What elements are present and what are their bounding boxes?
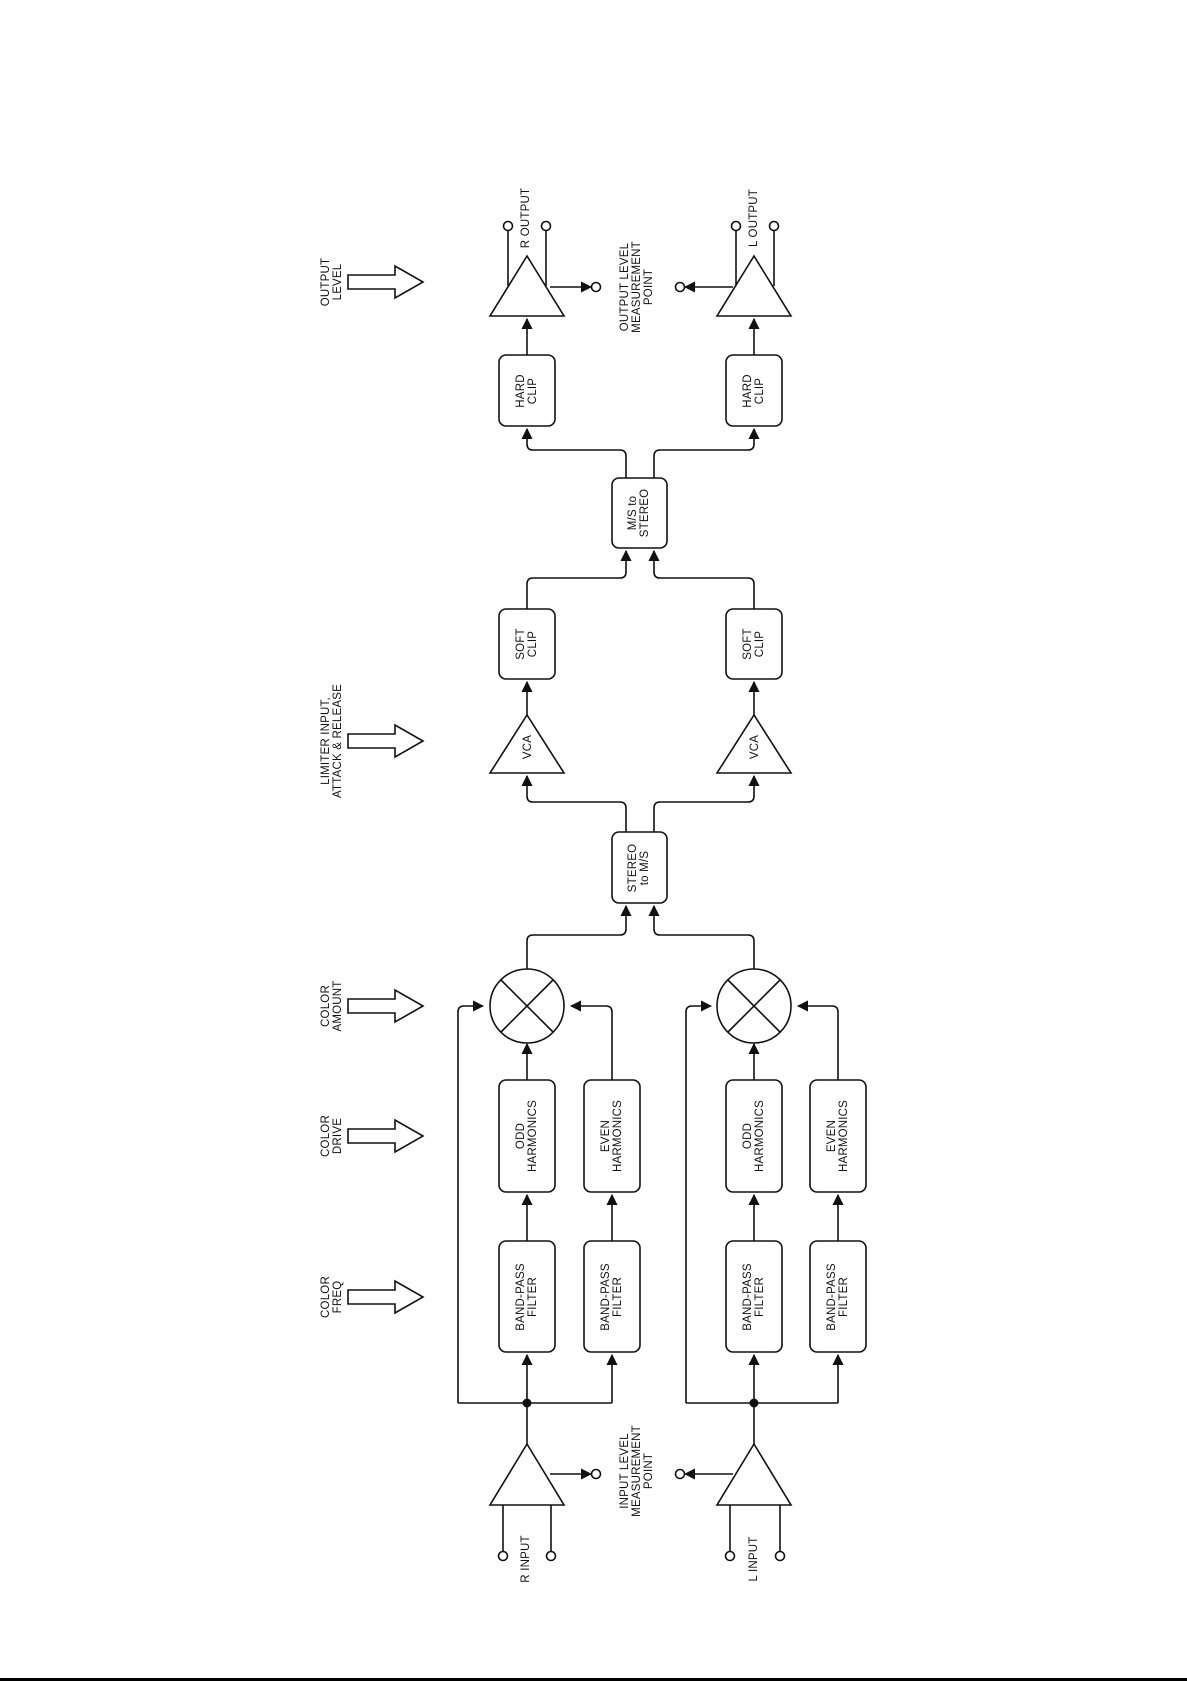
color-drive-label-line1: COLOR bbox=[320, 1115, 332, 1157]
l-soft-clip-label-1: SOFT bbox=[742, 628, 754, 659]
l-mixer-icon bbox=[716, 968, 792, 1044]
l-hard-clip-label-2: CLIP bbox=[754, 378, 766, 404]
r-mixer-icon bbox=[489, 968, 565, 1044]
l-input-amp bbox=[715, 1442, 793, 1506]
l-band-pass-even-label-1: BAND-PASS bbox=[826, 1263, 838, 1331]
page-bottom-rule bbox=[0, 1678, 1187, 1681]
l-odd-label-1: ODD bbox=[742, 1123, 754, 1149]
ms-to-stereo-label-1: M/S to bbox=[627, 496, 639, 530]
stereo-to-ms: STEREO to M/S bbox=[611, 831, 668, 904]
l-band-pass-odd-label-2: FILTER bbox=[754, 1277, 766, 1317]
input-meter-label-1: INPUT LEVEL bbox=[619, 1433, 631, 1509]
control-color-freq: COLOR FREQ bbox=[320, 1276, 425, 1318]
control-output-level: OUTPUT LEVEL bbox=[320, 258, 425, 306]
r-vca-label: VCA bbox=[522, 735, 534, 759]
color-drive-arrow-icon bbox=[347, 1118, 425, 1154]
color-amount-arrow-icon bbox=[347, 988, 425, 1024]
r-even-label-2: HARMONICS bbox=[612, 1100, 624, 1172]
output-level-arrow-icon bbox=[347, 264, 425, 300]
l-vca-label: VCA bbox=[749, 735, 761, 759]
r-even-label-1: EVEN bbox=[600, 1120, 612, 1152]
r-hard-clip-label-1: HARD bbox=[515, 374, 527, 407]
control-limiter: LIMITER INPUT, ATTACK & RELEASE bbox=[320, 684, 425, 798]
r-output-amp bbox=[488, 254, 566, 317]
r-channel: R INPUT BAND-PASS FILTER ODD HARMONICS B… bbox=[457, 188, 641, 1583]
control-color-amount: COLOR AMOUNT bbox=[320, 980, 425, 1032]
r-input-label: R INPUT bbox=[520, 1535, 532, 1582]
limiter-arrow-icon bbox=[347, 723, 425, 759]
r-output-label: R OUTPUT bbox=[520, 188, 532, 248]
r-odd-label-1: ODD bbox=[515, 1123, 527, 1149]
l-input-label: L INPUT bbox=[748, 1536, 760, 1581]
color-amount-label-line2: AMOUNT bbox=[332, 980, 344, 1031]
color-freq-label-line1: COLOR bbox=[320, 1276, 332, 1318]
r-output-meter-terminal bbox=[590, 281, 602, 293]
r-band-pass-odd-label-2: FILTER bbox=[527, 1277, 539, 1317]
l-output-label: L OUTPUT bbox=[748, 189, 760, 247]
r-band-pass-odd-label-1: BAND-PASS bbox=[515, 1263, 527, 1331]
r-hard-clip-label-2: CLIP bbox=[527, 378, 539, 404]
l-input-terminal-2 bbox=[774, 1550, 786, 1562]
r-vca bbox=[488, 713, 566, 774]
l-odd-label-2: HARMONICS bbox=[754, 1100, 766, 1172]
r-input-meter-terminal bbox=[590, 1468, 602, 1480]
r-band-pass-even-label-2: FILTER bbox=[612, 1277, 624, 1317]
l-even-label-1: EVEN bbox=[826, 1120, 838, 1152]
l-output-meter-terminal bbox=[674, 281, 686, 293]
limiter-label-line1: LIMITER INPUT, bbox=[320, 697, 332, 785]
output-meter-label-2: MEASUREMENT bbox=[631, 241, 643, 333]
r-input-terminal-2 bbox=[545, 1550, 557, 1562]
color-freq-arrow-icon bbox=[347, 1279, 425, 1315]
ms-to-stereo-label-2: STEREO bbox=[639, 489, 651, 538]
limiter-label-line2: ATTACK & RELEASE bbox=[332, 684, 344, 798]
color-freq-label-line2: FREQ bbox=[332, 1281, 344, 1314]
r-output-terminal-1 bbox=[502, 220, 514, 232]
r-soft-clip-label-2: CLIP bbox=[527, 631, 539, 657]
stereo-to-ms-label-1: STEREO bbox=[627, 844, 639, 893]
output-level-label-line1: OUTPUT bbox=[320, 258, 332, 306]
l-input-meter-terminal bbox=[674, 1468, 686, 1480]
l-input-terminal-1 bbox=[724, 1550, 736, 1562]
control-color-drive: COLOR DRIVE bbox=[320, 1115, 425, 1157]
r-output-terminal-2 bbox=[540, 220, 552, 232]
output-meter-label-3: POINT bbox=[643, 269, 655, 305]
stereo-to-ms-label-2: to M/S bbox=[639, 851, 651, 886]
l-soft-clip-label-2: CLIP bbox=[754, 631, 766, 657]
l-vca bbox=[715, 713, 793, 774]
r-band-pass-even-label-1: BAND-PASS bbox=[600, 1263, 612, 1331]
l-output-terminal-2 bbox=[768, 220, 780, 232]
color-amount-label-line1: COLOR bbox=[320, 985, 332, 1027]
input-meter-label-2: MEASUREMENT bbox=[631, 1425, 643, 1517]
l-output-terminal-1 bbox=[730, 220, 742, 232]
l-even-label-2: HARMONICS bbox=[838, 1100, 850, 1172]
l-band-pass-even-label-2: FILTER bbox=[838, 1277, 850, 1317]
l-band-pass-odd-label-1: BAND-PASS bbox=[742, 1263, 754, 1331]
ms-to-stereo: M/S to STEREO bbox=[611, 477, 668, 549]
l-hard-clip-label-1: HARD bbox=[742, 374, 754, 407]
r-input-amp bbox=[488, 1442, 566, 1506]
output-meter-label-1: OUTPUT LEVEL bbox=[619, 242, 631, 331]
r-odd-label-2: HARMONICS bbox=[527, 1100, 539, 1172]
input-meter-label-3: POINT bbox=[643, 1453, 655, 1489]
output-level-label-line2: LEVEL bbox=[332, 263, 344, 300]
color-drive-label-line2: DRIVE bbox=[332, 1118, 344, 1154]
l-channel: L INPUT INPUT LEVEL MEASUREMENT POINT BA… bbox=[619, 189, 867, 1582]
r-input-terminal-1 bbox=[497, 1550, 509, 1562]
r-soft-clip-label-1: SOFT bbox=[515, 628, 527, 659]
l-output-amp bbox=[715, 254, 793, 317]
